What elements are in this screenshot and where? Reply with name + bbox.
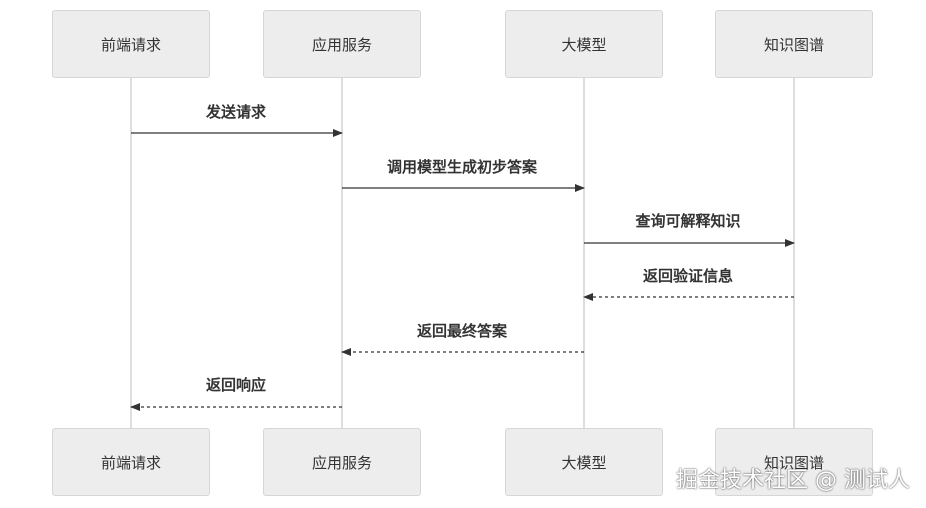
- message-label-return-response: 返回响应: [205, 376, 267, 394]
- lifeline-app-service: [341, 78, 343, 428]
- actor-top-llm: 大模型: [505, 10, 663, 78]
- actor-label: 应用服务: [311, 35, 372, 54]
- lifeline-llm: [583, 78, 585, 428]
- message-label-return-final-answer: 返回最终答案: [416, 322, 508, 340]
- actor-bottom-knowledge-graph: 知识图谱: [715, 428, 873, 496]
- lifeline-knowledge-graph: [793, 78, 795, 428]
- actor-top-knowledge-graph: 知识图谱: [715, 10, 873, 78]
- actor-bottom-frontend: 前端请求: [52, 428, 210, 496]
- message-label-call-model: 调用模型生成初步答案: [386, 158, 538, 176]
- actor-label: 前端请求: [100, 453, 161, 472]
- actor-label: 应用服务: [311, 453, 372, 472]
- lifeline-frontend: [130, 78, 132, 428]
- actor-label: 前端请求: [100, 35, 161, 54]
- actor-bottom-app-service: 应用服务: [263, 428, 421, 496]
- message-label-send-request: 发送请求: [205, 103, 267, 121]
- actor-label: 知识图谱: [763, 453, 824, 472]
- actor-label: 大模型: [561, 453, 607, 472]
- actor-top-frontend: 前端请求: [52, 10, 210, 78]
- actor-bottom-llm: 大模型: [505, 428, 663, 496]
- message-label-query-knowledge: 查询可解释知识: [635, 212, 741, 230]
- actor-top-app-service: 应用服务: [263, 10, 421, 78]
- watermark: 掘金技术社区 @ 测试人: [676, 468, 910, 493]
- actor-label: 知识图谱: [763, 35, 824, 54]
- actor-label: 大模型: [561, 35, 607, 54]
- message-label-return-verification: 返回验证信息: [642, 267, 734, 285]
